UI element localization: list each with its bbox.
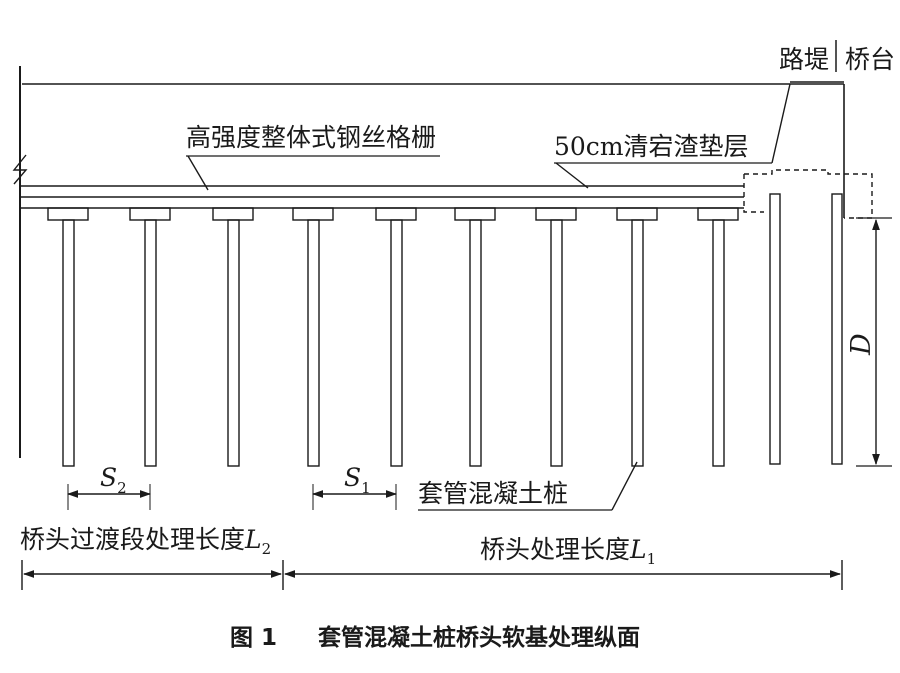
gravel-callout: 50cm清宕渣垫层 (554, 83, 791, 189)
transition-length-label: 桥头过渡段处理长度L2 (20, 525, 271, 558)
pile-label: 套管混凝土桩 (418, 479, 568, 508)
pile-callout: 套管混凝土桩 (418, 461, 638, 511)
gravel-layer (20, 185, 744, 209)
pile-caps (47, 207, 739, 221)
figure-caption: 图 1 套管混凝土桩桥头软基处理纵面 (230, 624, 640, 651)
treatment-length-label: 桥头处理长度L1 (480, 535, 656, 568)
length-dimensions (21, 560, 843, 590)
embankment-outline (12, 66, 845, 458)
depth-dimension: D (846, 217, 892, 467)
piles (62, 219, 725, 467)
depth-label: D (846, 333, 877, 356)
abutment-foundation-dashed (743, 169, 873, 219)
spacing-s2-label: S2 (100, 463, 127, 497)
top-labels: 路堤 桥台 (779, 40, 895, 83)
spacing-s2: S2 (66, 463, 152, 510)
embankment-label: 路堤 (779, 45, 829, 74)
abutment-label: 桥台 (845, 45, 895, 74)
spacing-s1: S1 (311, 463, 398, 510)
geogrid-callout: 高强度整体式钢丝格栅 (186, 123, 440, 191)
figure-number: 图 1 (230, 625, 277, 651)
geogrid-label: 高强度整体式钢丝格栅 (186, 123, 436, 152)
gravel-layer-label: 50cm清宕渣垫层 (554, 132, 749, 161)
abutment-piles (769, 193, 843, 465)
figure-title: 套管混凝土桩桥头软基处理纵面 (318, 624, 640, 651)
spacing-s1-label: S1 (344, 463, 371, 497)
